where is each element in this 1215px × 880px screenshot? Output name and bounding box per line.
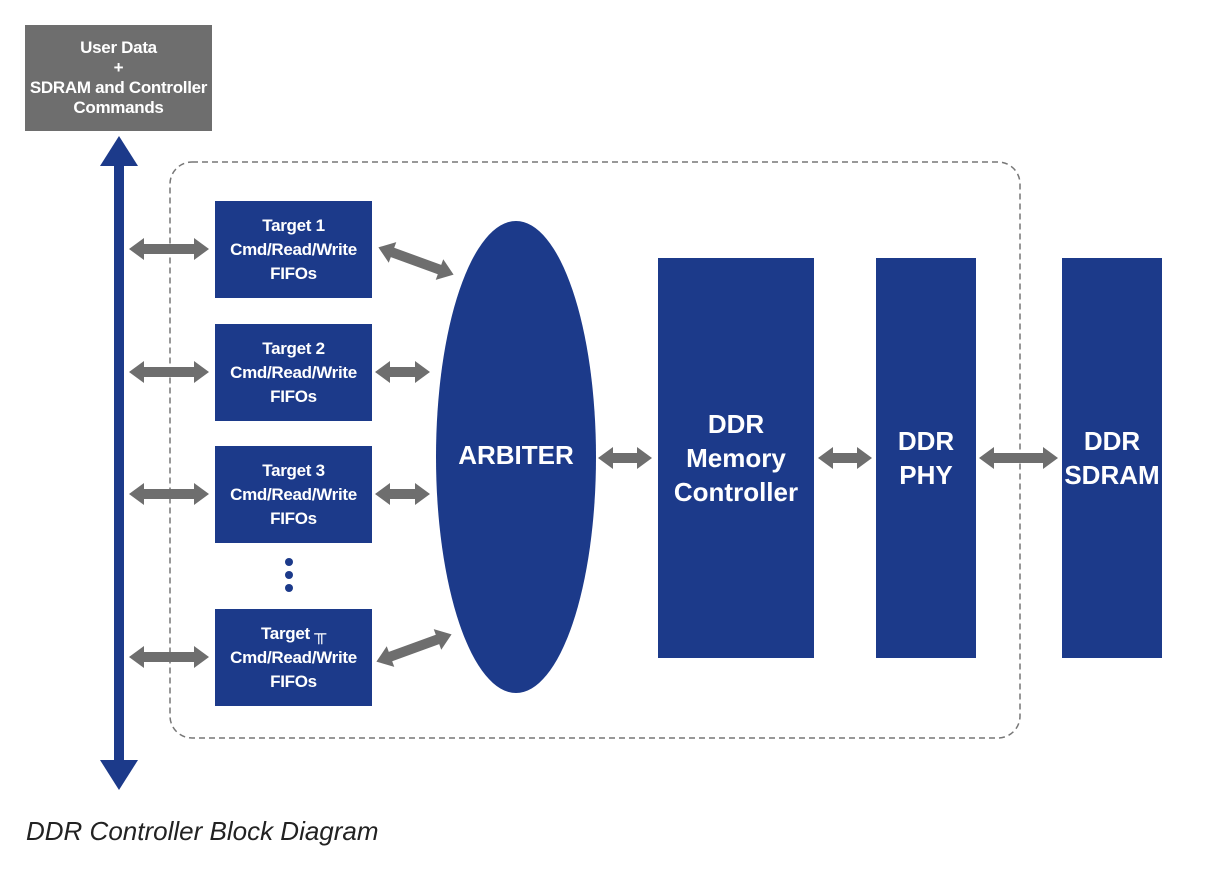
controller-line-1: DDR — [707, 409, 765, 439]
target-3-fifo-block: Target 3 Cmd/Read/Write FIFOs — [215, 446, 372, 543]
controller-phy-arrow — [818, 447, 872, 469]
target-3-line2: Cmd/Read/Write — [230, 484, 357, 504]
diagram-caption: DDR Controller Block Diagram — [26, 816, 379, 846]
bus-target3-arrow — [129, 483, 209, 505]
source-line-3: SDRAM and Controller — [29, 78, 208, 97]
target-n-arbiter-arrow — [376, 629, 452, 667]
controller-boundary — [169, 161, 1021, 739]
bus-target1-arrow — [129, 238, 209, 260]
bus-target-n-arrow — [129, 646, 209, 668]
target2-arbiter-arrow — [375, 361, 430, 383]
ddr-phy-block: DDR PHY — [876, 258, 976, 658]
sdram-line-1: DDR — [1083, 426, 1141, 456]
target-1-line2: Cmd/Read/Write — [230, 239, 357, 259]
target-2-line3: FIFOs — [270, 386, 317, 406]
ddr-memory-controller-block: DDR Memory Controller — [658, 258, 814, 658]
phy-sdram-arrow — [979, 447, 1058, 469]
target-n-title: Target ╥ — [260, 623, 327, 643]
controller-line-3: Controller — [673, 477, 799, 507]
target-n-line2: Cmd/Read/Write — [230, 647, 357, 667]
user-data-source-box: User Data + SDRAM and Controller Command… — [25, 25, 212, 131]
more-targets-ellipsis — [285, 558, 293, 592]
phy-line-2: PHY — [899, 460, 953, 490]
controller-line-2: Memory — [686, 443, 786, 473]
target1-arbiter-arrow — [378, 242, 454, 280]
bus-target2-arrow — [129, 361, 209, 383]
target-n-line3: FIFOs — [270, 671, 317, 691]
source-line-2: + — [113, 58, 124, 77]
source-line-1: User Data — [80, 38, 157, 57]
target3-arbiter-arrow — [375, 483, 430, 505]
arbiter-ellipse — [436, 221, 596, 693]
ddr-sdram-block: DDR SDRAM — [1062, 258, 1162, 658]
phy-line-1: DDR — [897, 426, 955, 456]
target-3-line3: FIFOs — [270, 508, 317, 528]
sdram-line-2: SDRAM — [1064, 460, 1160, 490]
target-1-fifo-block: Target 1 Cmd/Read/Write FIFOs — [215, 201, 372, 298]
arbiter-label: ARBITER — [458, 440, 574, 470]
target-2-fifo-block: Target 2 Cmd/Read/Write FIFOs — [215, 324, 372, 421]
system-bus-arrow — [100, 136, 138, 790]
source-line-4: Commands — [73, 98, 164, 117]
target-2-title: Target 2 — [262, 338, 325, 358]
target-n-fifo-block: Target ╥ Cmd/Read/Write FIFOs — [215, 609, 372, 706]
target-3-title: Target 3 — [262, 460, 325, 480]
target-1-title: Target 1 — [262, 215, 325, 235]
arbiter-controller-arrow — [598, 447, 652, 469]
target-1-line3: FIFOs — [270, 263, 317, 283]
target-2-line2: Cmd/Read/Write — [230, 362, 357, 382]
